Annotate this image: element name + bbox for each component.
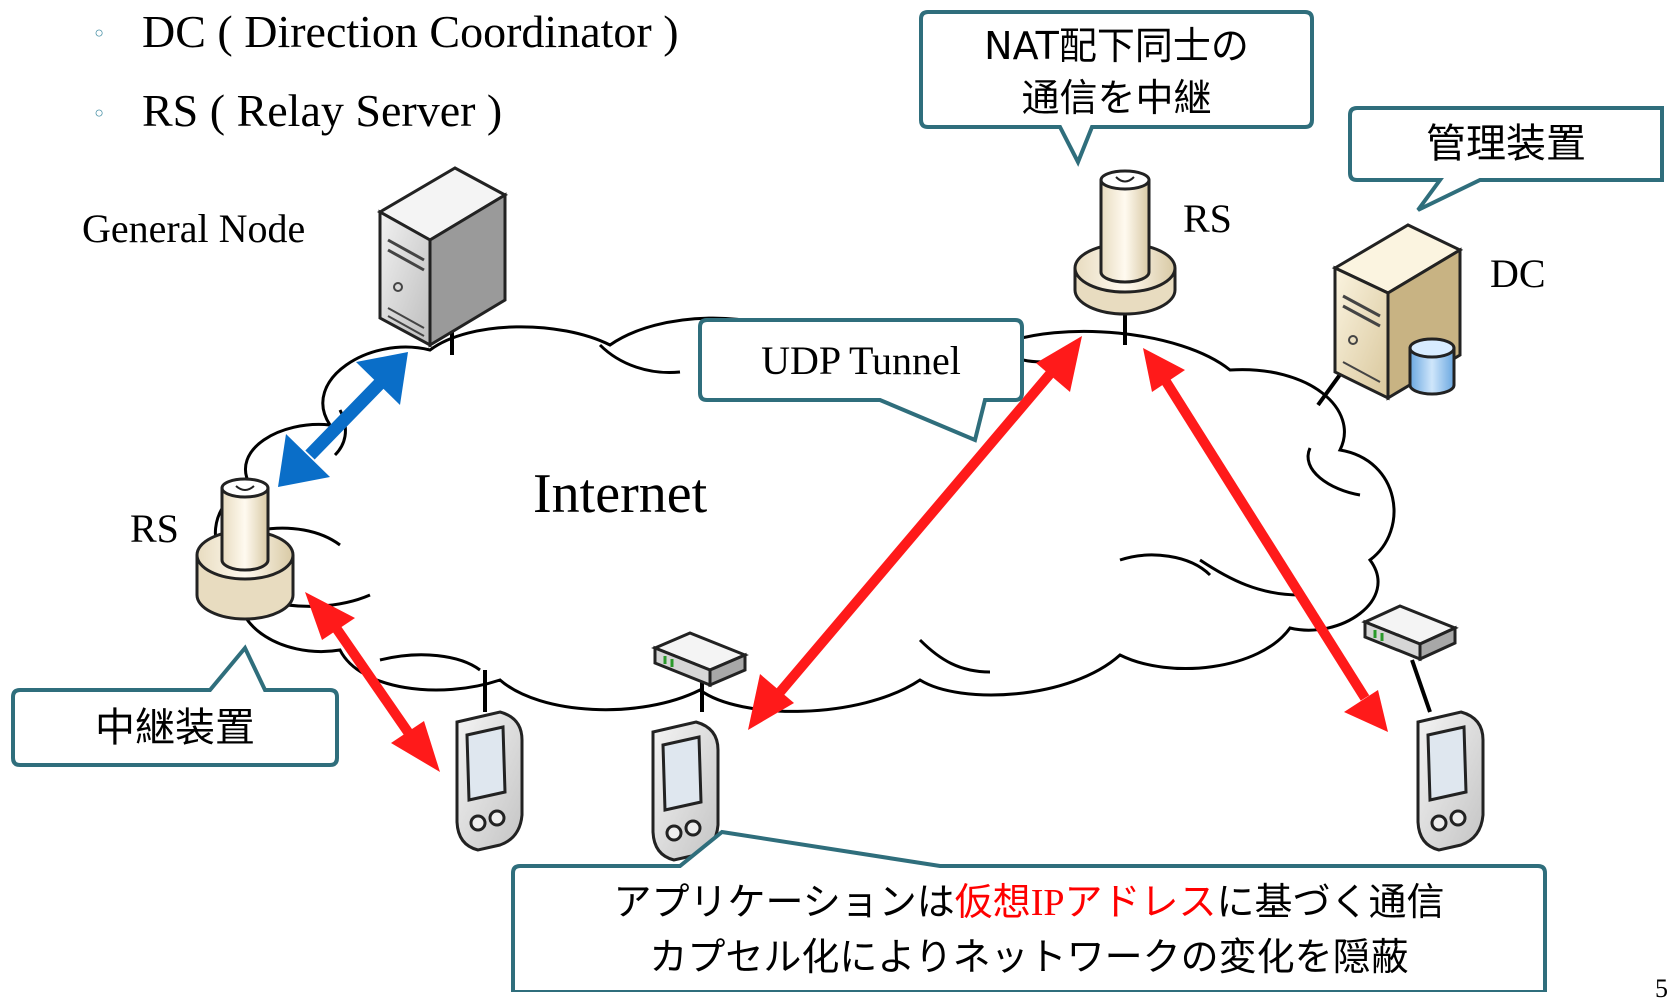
rs-left-label: RS bbox=[130, 506, 179, 551]
rs-top-label: RS bbox=[1183, 196, 1232, 241]
bullet-rs: RS ( Relay Server ) bbox=[142, 85, 503, 136]
relay-device-text: 中継装置 bbox=[95, 705, 255, 751]
blue-double-arrow bbox=[278, 352, 408, 487]
bottom-line1-before: アプリケーションは bbox=[613, 880, 955, 924]
virtual-highlight: 仮想 bbox=[954, 880, 1031, 924]
internet-label: Internet bbox=[533, 463, 708, 525]
callout-nat-relay bbox=[919, 10, 1314, 167]
callout-udp-tunnel bbox=[698, 318, 1024, 443]
dc-label: DC bbox=[1490, 251, 1546, 296]
bottom-line2: カプセル化によりネットワークの変化を隠蔽 bbox=[649, 935, 1409, 979]
bullet-dc: DC ( Direction Coordinator ) bbox=[142, 6, 679, 57]
udp-tunnel-text: UDP Tunnel bbox=[761, 338, 961, 383]
red-double-arrow bbox=[1143, 348, 1388, 732]
bullet-marker: ◦ bbox=[92, 20, 107, 48]
database-icon bbox=[1408, 337, 1456, 396]
red-double-arrow bbox=[305, 592, 440, 772]
callout-management bbox=[1348, 106, 1664, 212]
router-icon bbox=[651, 631, 749, 688]
pda-icon bbox=[1416, 710, 1485, 852]
relay-server-icon bbox=[1073, 169, 1177, 316]
callout-relay-device bbox=[11, 644, 339, 767]
router-icon bbox=[1361, 604, 1459, 662]
nat-relay-text: NAT配下同士の 通信を中継 bbox=[921, 20, 1312, 124]
general-node-label: General Node bbox=[82, 206, 306, 251]
address-highlight: アドレス bbox=[1064, 880, 1217, 924]
server-icon bbox=[376, 166, 509, 348]
page-number: 5 bbox=[1655, 974, 1668, 1003]
pda-icon bbox=[455, 710, 524, 852]
nat-relay-line2: 通信を中継 bbox=[1021, 76, 1212, 120]
bottom-line1: アプリケーションは仮想IPアドレスに基づく通信 bbox=[513, 875, 1545, 930]
bottom-line1-after: に基づく通信 bbox=[1216, 880, 1445, 924]
nat-relay-line1: NAT配下同士の bbox=[984, 24, 1249, 68]
relay-server-icon bbox=[195, 477, 295, 621]
bullet-marker: ◦ bbox=[92, 100, 107, 128]
pda-icon bbox=[651, 720, 720, 862]
management-text: 管理装置 bbox=[1426, 121, 1586, 167]
callout-bottom bbox=[511, 829, 1547, 992]
ip-highlight: IP bbox=[1030, 882, 1065, 924]
bottom-text: アプリケーションは仮想IPアドレスに基づく通信 カプセル化によりネットワークの変… bbox=[513, 875, 1545, 984]
red-double-arrow bbox=[748, 336, 1082, 730]
